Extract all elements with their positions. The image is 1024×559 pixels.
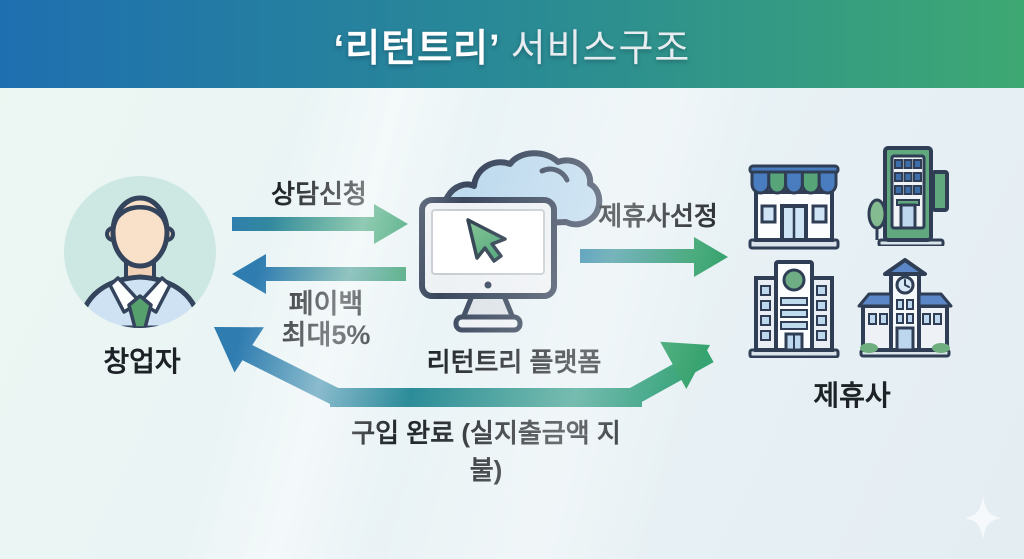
page-title: ‘리턴트리’서비스구조 <box>334 17 691 72</box>
payback-arrow-label: 페이백 최대5% <box>281 289 371 350</box>
header-banner: ‘리턴트리’서비스구조 <box>0 0 1024 88</box>
select-arrow-shaft <box>580 249 694 263</box>
founder-label: 창업자 <box>103 346 181 377</box>
office-white-icon <box>748 260 840 358</box>
consult-arrow-shaft <box>232 217 374 231</box>
founder-avatar-icon <box>77 195 203 328</box>
consult-arrow-head-icon <box>374 204 408 244</box>
consult-arrow-label: 상담신청 <box>271 179 367 209</box>
partners-label: 제휴사 <box>813 380 891 411</box>
cursor-icon <box>466 218 507 263</box>
school-icon <box>857 258 953 358</box>
sparkle-icon <box>965 497 1001 539</box>
purchase-arrow-label: 구입 완료 (실지출금액 지불) <box>351 418 621 485</box>
payback-arrow-shaft <box>266 267 406 281</box>
select-arrow-head-icon <box>694 237 728 277</box>
platform-node <box>419 150 603 333</box>
founder-node <box>64 176 216 328</box>
monitor-icon <box>419 197 557 333</box>
platform-label: 리턴트리 플랫폼 <box>426 347 602 377</box>
title-brand: ‘리턴트리’ <box>333 27 501 70</box>
purchase-arrow-segment-middle <box>330 388 642 407</box>
title-rest: 서비스구조 <box>510 27 691 70</box>
office-green-icon <box>867 146 949 246</box>
payback-arrow-head-icon <box>232 254 266 294</box>
select-arrow-label: 제휴사선정 <box>598 201 718 231</box>
store-icon <box>748 164 840 250</box>
